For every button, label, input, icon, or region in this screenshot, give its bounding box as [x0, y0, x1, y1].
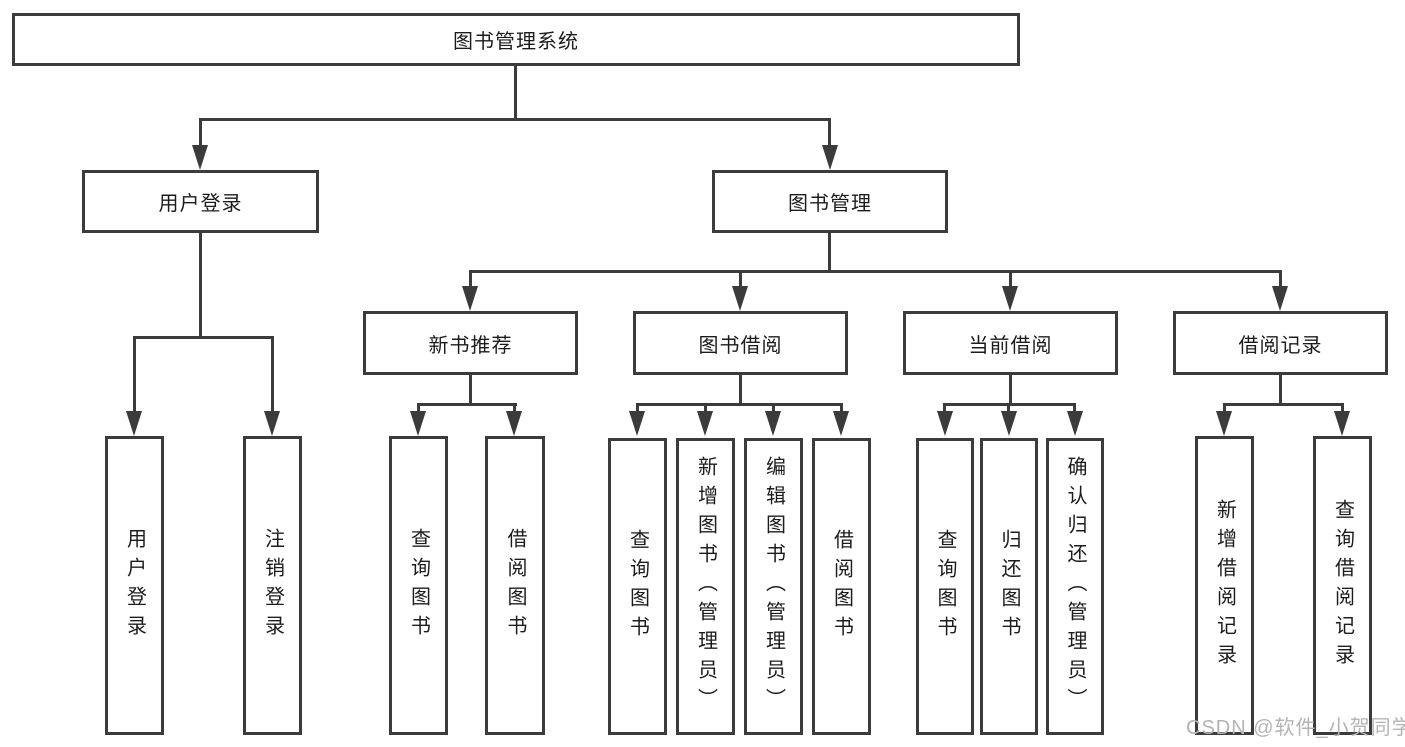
leaf-add-book-admin: 新增图书（管理员） — [676, 438, 735, 735]
connector-arrowhead-down — [1001, 411, 1017, 436]
connector-arrowhead-down — [629, 411, 645, 436]
connector-line — [636, 403, 842, 406]
connector-arrowhead-down — [1067, 411, 1083, 436]
leaf-borrow-books-recommend: 借阅图书 — [485, 436, 545, 735]
connector-arrowhead-down — [697, 411, 713, 436]
connector-line — [739, 270, 742, 294]
connector-line — [1073, 403, 1076, 417]
connector-arrowhead-down — [732, 286, 748, 311]
node-label: 查询图书 — [626, 528, 649, 645]
node-label: 归还图书 — [998, 528, 1020, 645]
connector-line — [1279, 270, 1282, 294]
connector-line — [739, 375, 742, 406]
node-label: 图书管理 — [788, 193, 872, 215]
node-label: 查询图书 — [407, 527, 430, 644]
connector-arrowhead-down — [833, 411, 849, 436]
watermark-csdn: CSDN @软件_小贺同学 — [1186, 717, 1405, 739]
connector-line — [840, 403, 843, 417]
connector-line — [1223, 403, 1226, 417]
connector-arrowhead-down — [264, 411, 280, 436]
connector-arrowhead-down — [410, 411, 426, 436]
node-label: 用户登录 — [123, 527, 146, 644]
connector-line — [1341, 403, 1344, 417]
node-label: 查询借阅记录 — [1331, 498, 1354, 673]
node-current-borrow: 当前借阅 — [903, 311, 1118, 375]
node-library-management-system: 图书管理系统 — [12, 13, 1020, 66]
connector-line — [271, 336, 274, 416]
node-label: 编辑图书（管理员） — [762, 456, 785, 717]
connector-line — [469, 270, 1282, 273]
connector-arrowhead-down — [1216, 411, 1232, 436]
connector-arrowhead-down — [765, 411, 781, 436]
connector-arrowhead-down — [1002, 286, 1018, 311]
connector-arrowhead-down — [506, 411, 522, 436]
connector-arrowhead-down — [1334, 411, 1350, 436]
leaf-edit-book-admin: 编辑图书（管理员） — [744, 438, 803, 735]
connector-line — [133, 336, 136, 416]
connector-line — [133, 336, 274, 339]
leaf-user-login: 用户登录 — [105, 436, 164, 735]
node-borrow-records: 借阅记录 — [1173, 311, 1388, 375]
node-label: 借阅图书 — [504, 527, 526, 644]
connector-arrowhead-down — [937, 411, 953, 436]
node-book-borrow: 图书借阅 — [633, 311, 848, 375]
node-label: 借阅记录 — [1238, 334, 1323, 357]
connector-line — [417, 403, 420, 417]
leaf-logout: 注销登录 — [243, 436, 302, 735]
connector-line — [828, 232, 831, 273]
node-label: 借阅图书 — [830, 528, 853, 645]
connector-line — [1279, 375, 1282, 406]
node-label: 图书管理系统 — [453, 31, 579, 53]
connector-line — [704, 403, 707, 417]
connector-line — [514, 64, 517, 120]
node-new-book-recommend: 新书推荐 — [363, 311, 578, 375]
connector-arrowhead-down — [1272, 286, 1288, 311]
leaf-query-books-borrow: 查询图书 — [608, 438, 667, 735]
node-label: 新书推荐 — [428, 334, 513, 357]
leaf-add-borrow-record: 新增借阅记录 — [1195, 436, 1254, 735]
connector-arrowhead-down — [462, 286, 478, 311]
leaf-query-books-recommend: 查询图书 — [389, 436, 448, 735]
node-label: 新增借阅记录 — [1213, 498, 1236, 673]
node-label: 查询图书 — [934, 528, 956, 645]
node-label: 当前借阅 — [968, 334, 1053, 357]
connector-line — [199, 118, 831, 121]
connector-line — [828, 118, 831, 150]
leaf-return-books: 归还图书 — [980, 438, 1038, 735]
connector-line — [1009, 375, 1012, 406]
node-label: 新增图书（管理员） — [694, 456, 717, 717]
connector-line — [199, 118, 202, 150]
leaf-query-borrow-record: 查询借阅记录 — [1313, 436, 1372, 735]
connector-line — [943, 403, 946, 417]
node-book-management: 图书管理 — [712, 170, 948, 233]
connector-line — [1007, 403, 1010, 417]
connector-line — [772, 403, 775, 417]
connector-line — [513, 403, 516, 417]
leaf-query-books-current: 查询图书 — [916, 438, 974, 735]
leaf-confirm-return-admin: 确认归还（管理员） — [1046, 438, 1104, 735]
node-label: 用户登录 — [158, 193, 243, 215]
node-label: 图书借阅 — [698, 334, 783, 357]
connector-line — [1009, 270, 1012, 294]
connector-line — [199, 232, 202, 338]
connector-line — [469, 375, 472, 406]
connector-line — [417, 403, 517, 406]
connector-line — [469, 270, 472, 294]
node-user-login: 用户登录 — [82, 170, 319, 233]
node-label: 确认归还（管理员） — [1064, 456, 1086, 717]
connector-line — [1223, 403, 1344, 406]
node-label: 注销登录 — [261, 527, 284, 644]
connector-line — [636, 403, 639, 417]
connector-arrowhead-down — [822, 145, 838, 170]
connector-arrowhead-down — [126, 411, 142, 436]
leaf-borrow-books: 借阅图书 — [812, 438, 871, 735]
connector-arrowhead-down — [192, 145, 208, 170]
